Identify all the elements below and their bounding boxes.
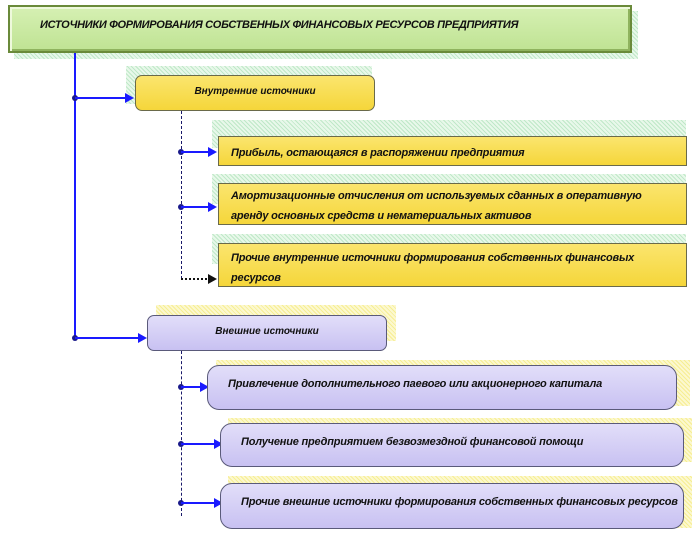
internal-item-3-line (181, 278, 211, 280)
external-branch-arrow (138, 333, 147, 343)
internal-item-3: Прочие внутренние источники формирования… (218, 243, 687, 287)
external-item-3-line (181, 502, 217, 504)
internal-item-2: Амортизационные отчисления от используем… (218, 183, 687, 225)
external-branch-line (75, 337, 139, 339)
main-trunk-line (74, 53, 76, 340)
external-item-1-arrow (200, 382, 209, 392)
external-category-box: Внешние источники (147, 315, 387, 351)
internal-item-2-arrow (208, 202, 217, 212)
external-item-2: Получение предприятием безвозмездной фин… (220, 423, 684, 467)
internal-item-1-arrow (208, 147, 217, 157)
internal-item-3-arrow (208, 274, 217, 284)
external-item-2-arrow (214, 439, 223, 449)
internal-item-2-line (181, 206, 211, 208)
external-item-2-line (181, 443, 217, 445)
diagram-title: ИСТОЧНИКИ ФОРМИРОВАНИЯ СОБСТВЕННЫХ ФИНАН… (8, 5, 632, 53)
internal-item-1: Прибыль, остающаяся в распоряжении предп… (218, 136, 687, 166)
external-item-1: Привлечение дополнительного паевого или … (207, 365, 677, 410)
internal-branch-line (75, 97, 127, 99)
internal-sub-trunk-line (181, 111, 182, 279)
internal-item-1-line (181, 151, 211, 153)
internal-category-box: Внутренние источники (135, 75, 375, 111)
external-item-1-line (181, 386, 205, 388)
external-item-3: Прочие внешние источники формирования со… (220, 483, 684, 529)
external-item-3-arrow (214, 498, 223, 508)
internal-branch-arrow (125, 93, 134, 103)
external-sub-trunk-line (181, 351, 182, 516)
